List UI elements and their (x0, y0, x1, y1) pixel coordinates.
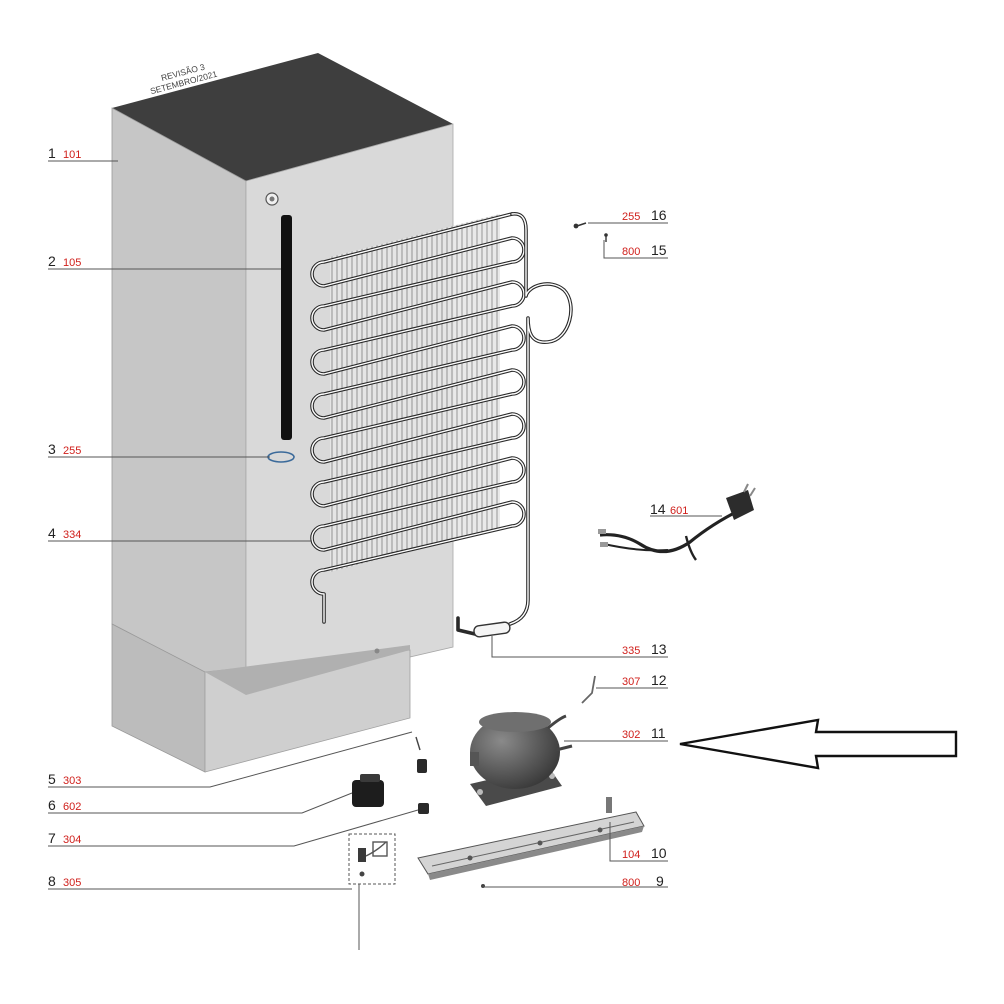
discharge-pipe (508, 212, 573, 626)
filter-drier-335 (456, 616, 511, 638)
svg-text:255: 255 (63, 445, 81, 457)
highlight-arrow-icon (679, 718, 958, 770)
svg-text:5: 5 (48, 771, 56, 787)
callout-2: 2 105 (48, 253, 81, 269)
svg-text:12: 12 (651, 672, 667, 688)
plug-icon (726, 483, 756, 520)
svg-text:1: 1 (48, 145, 56, 161)
callout-13: 335 13 (622, 641, 667, 657)
compressor-302 (470, 712, 573, 806)
callout-4: 4 334 (48, 525, 81, 541)
callout-1: 1 101 (48, 145, 81, 161)
svg-text:304: 304 (63, 834, 81, 846)
svg-text:101: 101 (63, 149, 81, 161)
svg-text:9: 9 (656, 873, 664, 889)
screw-800-top (604, 233, 608, 242)
cabinet-left-face (111, 107, 247, 696)
kit-305 (348, 833, 396, 885)
pin-307 (581, 675, 596, 704)
part-304 (418, 803, 429, 814)
condenser-tube-highlight (311, 213, 525, 623)
cabinet-knob (265, 192, 279, 206)
relay-303 (415, 736, 427, 773)
svg-text:16: 16 (651, 207, 667, 223)
svg-text:302: 302 (622, 729, 640, 741)
svg-text:303: 303 (63, 775, 81, 787)
svg-text:334: 334 (63, 529, 81, 541)
svg-text:255: 255 (622, 211, 640, 223)
svg-text:6: 6 (48, 797, 56, 813)
leader-lines (48, 160, 722, 950)
svg-text:601: 601 (670, 505, 688, 517)
svg-text:335: 335 (622, 645, 640, 657)
callout-11: 302 11 (622, 725, 666, 741)
callout-9: 800 9 (622, 873, 664, 889)
svg-text:11: 11 (651, 725, 666, 741)
callout-16: 255 16 (622, 207, 667, 223)
callout-5: 5 303 (48, 771, 81, 787)
callout-7: 7 304 (48, 830, 81, 846)
svg-text:602: 602 (63, 801, 81, 813)
vertical-channel-105 (281, 215, 292, 440)
svg-text:10: 10 (651, 845, 667, 861)
cabinet-top (112, 53, 453, 181)
callout-10: 104 10 (622, 845, 667, 861)
callout-6: 6 602 (48, 797, 81, 813)
svg-text:2: 2 (48, 253, 56, 269)
svg-text:14: 14 (650, 501, 666, 517)
svg-text:7: 7 (48, 830, 56, 846)
power-cord-601 (598, 483, 756, 561)
protector-602 (352, 774, 384, 807)
svg-text:800: 800 (622, 246, 640, 258)
svg-text:13: 13 (651, 641, 667, 657)
svg-text:105: 105 (63, 257, 81, 269)
discharge-pipe-highlight (509, 213, 572, 625)
svg-text:104: 104 (622, 849, 640, 861)
svg-text:307: 307 (622, 676, 640, 688)
base-rail-104 (417, 797, 645, 880)
callout-3: 3 255 (48, 441, 81, 457)
svg-text:8: 8 (48, 873, 56, 889)
callout-12: 307 12 (622, 672, 667, 688)
svg-text:305: 305 (63, 877, 81, 889)
callout-15: 800 15 (622, 242, 667, 258)
cabinet-step (205, 645, 410, 695)
callout-14: 14 601 (650, 501, 688, 517)
svg-text:15: 15 (651, 242, 667, 258)
screw-255 (573, 222, 587, 229)
callout-8: 8 305 (48, 873, 81, 889)
svg-text:3: 3 (48, 441, 56, 457)
screw-hole (374, 648, 380, 654)
svg-text:800: 800 (622, 877, 640, 889)
svg-text:4: 4 (48, 525, 56, 541)
condenser-coil-334 (310, 212, 573, 626)
